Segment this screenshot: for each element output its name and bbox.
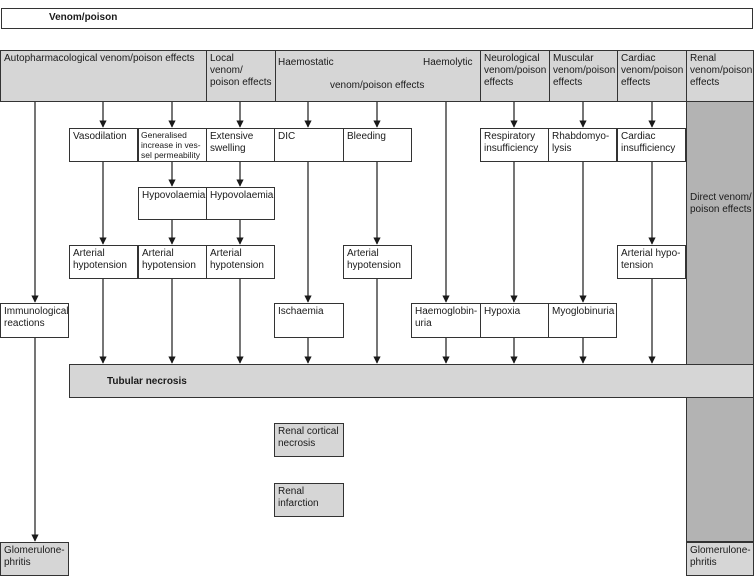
- header-local: Local venom/ poison effects: [206, 50, 276, 102]
- node-ischaemia: Ischaemia: [274, 303, 344, 338]
- node-hypovolaemia-1: Hypovolaemia: [138, 187, 207, 220]
- node-cardiac-insufficiency: Cardiac insufficiency: [617, 128, 686, 162]
- header-haemo-shared: venom/poison effects: [330, 80, 425, 91]
- header-renal: Renal venom/poison effects: [686, 50, 754, 102]
- node-generalised-permeability: Generalised increase in ves- sel permeab…: [138, 128, 207, 162]
- direct-effects-label: Direct venom/ poison effects: [690, 192, 752, 215]
- node-arterial-hypotension-1: Arterial hypotension: [69, 245, 138, 279]
- node-rhabdomyolysis: Rhabdomyo- lysis: [548, 128, 617, 162]
- header-haemostatic: Haemostatic: [278, 57, 334, 68]
- header-neurological: Neurological venom/poison effects: [480, 50, 550, 102]
- node-arterial-hypotension-4: Arterial hypotension: [343, 245, 412, 279]
- node-glomerulonephritis-right: Glomerulone- phritis: [686, 542, 754, 576]
- node-hypovolaemia-2: Hypovolaemia: [206, 187, 275, 220]
- node-tubular-necrosis: [69, 364, 754, 398]
- direct-effects-column-upper: [686, 101, 754, 365]
- node-arterial-hypotension-5: Arterial hypo- tension: [617, 245, 686, 279]
- node-renal-cortical-necrosis: Renal cortical necrosis: [274, 423, 344, 457]
- tubular-necrosis-label: Tubular necrosis: [107, 376, 187, 387]
- node-haemoglobinuria: Haemoglobin- uria: [411, 303, 481, 338]
- node-extensive-swelling: Extensive swelling: [206, 128, 275, 162]
- node-hypoxia: Hypoxia: [480, 303, 549, 338]
- node-vasodilation: Vasodilation: [69, 128, 138, 162]
- node-glomerulonephritis-left: Glomerulone- phritis: [0, 542, 69, 576]
- header-haemolytic: Haemolytic: [423, 57, 473, 68]
- header-haemostatic-haemolytic: [275, 50, 481, 102]
- header-autopharmacological: Autopharmacological venom/poison effects: [0, 50, 207, 102]
- node-myoglobinuria: Myoglobinuria: [548, 303, 617, 338]
- diagram-title: Venom/poison: [49, 12, 118, 23]
- node-arterial-hypotension-2: Arterial hypotension: [138, 245, 207, 279]
- node-dic: DIC: [274, 128, 344, 162]
- node-arterial-hypotension-3: Arterial hypotension: [206, 245, 275, 279]
- title-bar: [1, 8, 753, 29]
- header-muscular: Muscular venom/poison effects: [549, 50, 619, 102]
- node-respiratory-insufficiency: Respiratory insufficiency: [480, 128, 549, 162]
- node-immunological-reactions: Immunological reactions: [0, 303, 69, 338]
- header-cardiac: Cardiac venom/poison effects: [617, 50, 687, 102]
- direct-effects-column-lower: [686, 397, 754, 542]
- node-bleeding: Bleeding: [343, 128, 412, 162]
- node-renal-infarction: Renal infarction: [274, 483, 344, 517]
